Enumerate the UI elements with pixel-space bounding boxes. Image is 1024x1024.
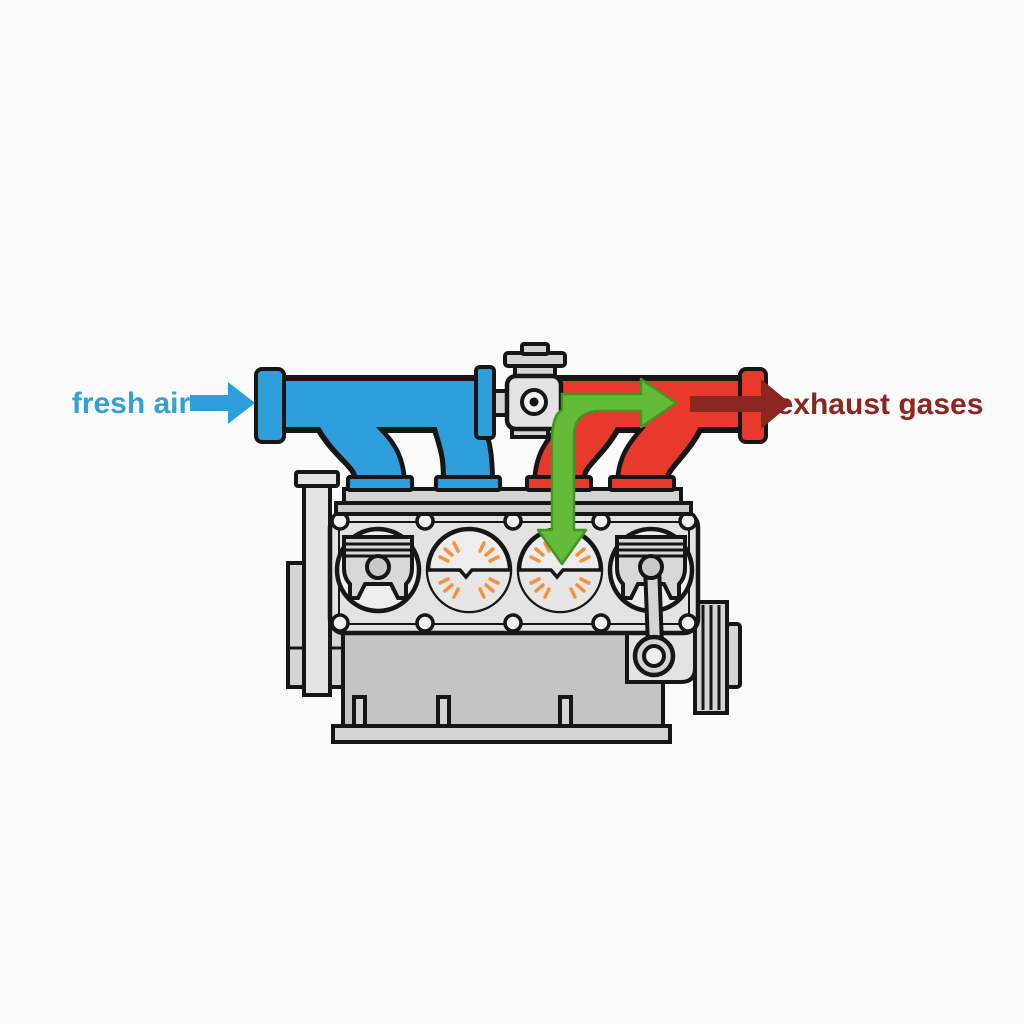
fresh-air-label: fresh air — [72, 387, 191, 420]
egr-valve — [503, 342, 567, 439]
intake-port-flange-2 — [434, 475, 502, 492]
pan-tab — [436, 695, 451, 729]
intake-port-flange-1 — [346, 475, 414, 492]
combustion-chamber-2 — [428, 541, 510, 611]
labels: fresh air exhaust gases — [72, 387, 984, 421]
intake-inlet-flange — [254, 367, 286, 444]
wrist-pin — [365, 554, 391, 580]
intake-valve-flange — [474, 365, 496, 440]
intake-runner-2 — [430, 395, 490, 483]
exhaust-gases-arrow — [690, 379, 791, 429]
exhaust-runner-2 — [620, 393, 707, 485]
spark-marks — [438, 541, 500, 599]
pan-tab — [352, 695, 367, 729]
exhaust-gases-label: exhaust gases — [777, 388, 984, 421]
manifold-rail-lower — [334, 501, 693, 516]
piston-1 — [342, 535, 414, 600]
combustion-chamber-3 — [519, 541, 601, 611]
dipstick-cap — [294, 470, 340, 488]
crankcase — [341, 628, 665, 729]
end-plate-boss — [725, 622, 742, 689]
rod-big-end-bore — [642, 644, 666, 668]
fresh-air-arrow — [190, 382, 255, 424]
dipstick-tube — [302, 480, 332, 697]
egr-flow-arrow — [536, 377, 678, 566]
wrist-pin — [638, 554, 664, 580]
intake-manifold — [254, 365, 510, 492]
cylinders — [334, 526, 695, 678]
base-plate — [331, 724, 672, 744]
cylinder-head — [327, 510, 701, 678]
exhaust-port-flange-2 — [608, 475, 676, 492]
flow-arrows — [190, 377, 791, 566]
manifold-rails — [334, 487, 693, 516]
valve-handle-cap — [520, 342, 550, 356]
pan-tab — [558, 695, 573, 729]
engine-block — [286, 470, 742, 744]
intake-runner-1 — [311, 392, 402, 485]
valve-port-center — [529, 397, 539, 407]
